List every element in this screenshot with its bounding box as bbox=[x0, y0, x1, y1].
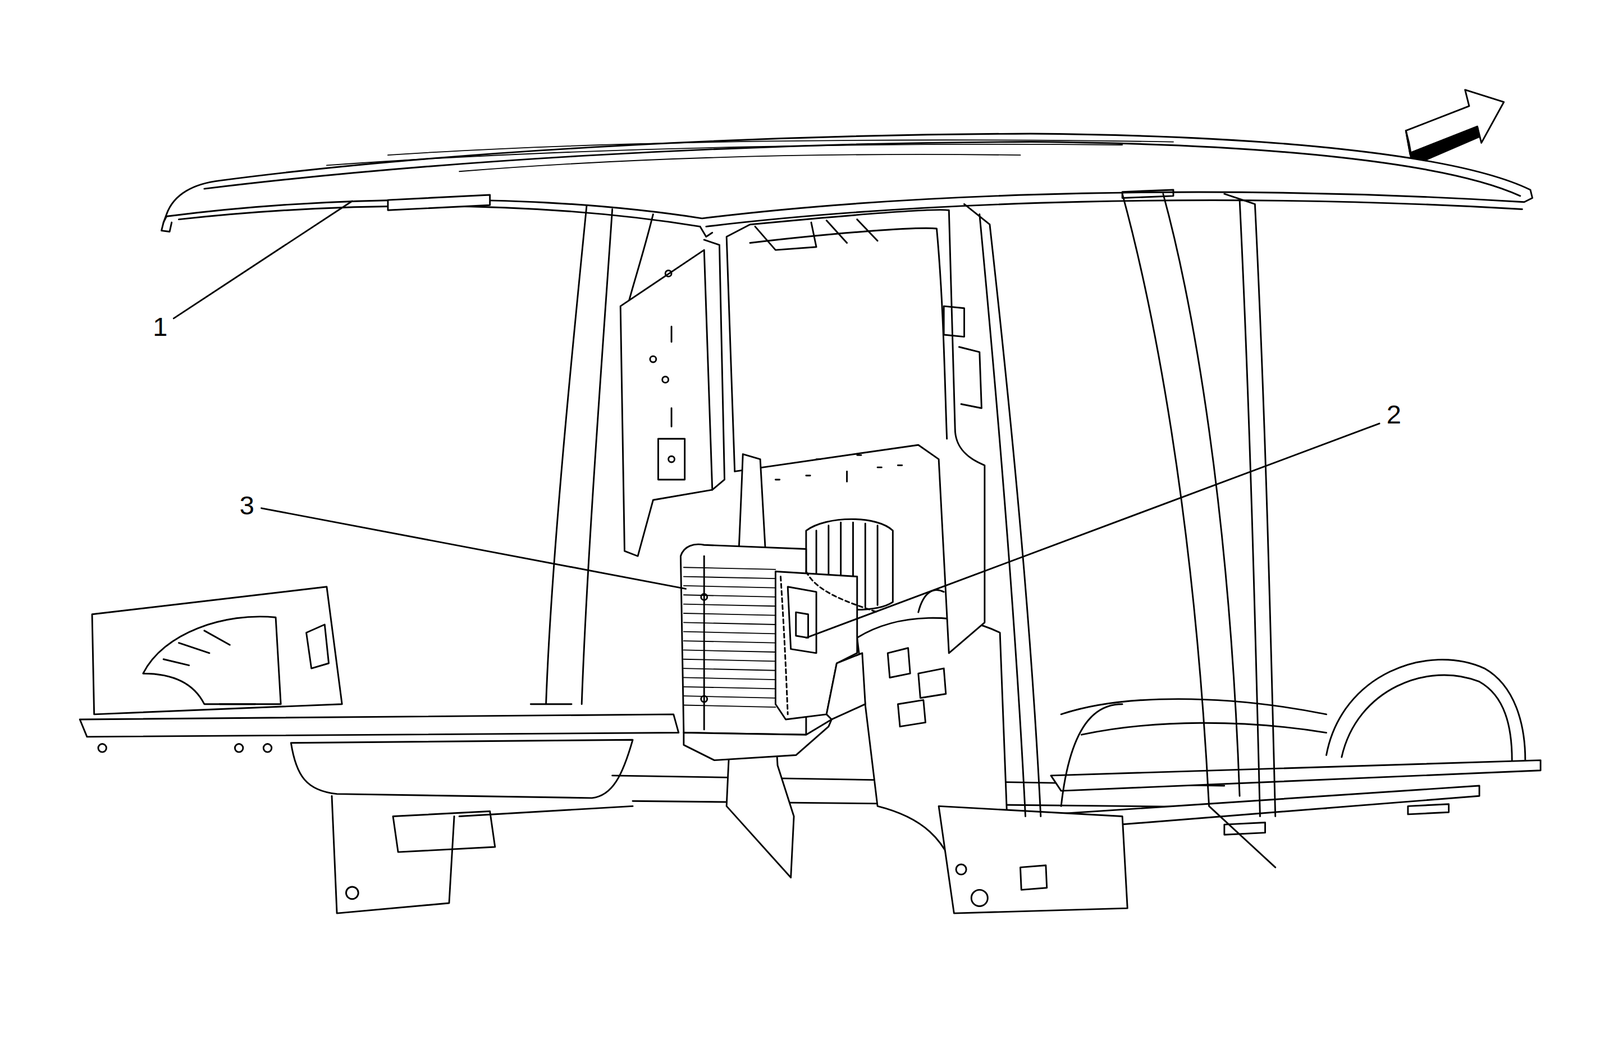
line-art bbox=[826, 652, 866, 720]
line-art bbox=[796, 611, 809, 638]
line-art bbox=[750, 227, 948, 439]
leader-line bbox=[173, 200, 352, 319]
line-art bbox=[662, 376, 669, 383]
line-art bbox=[620, 249, 713, 556]
line-art bbox=[701, 695, 708, 702]
hvac-module bbox=[680, 518, 893, 760]
line-art bbox=[326, 139, 1174, 172]
line-art bbox=[964, 203, 1041, 816]
line-art bbox=[1061, 704, 1123, 807]
line-art bbox=[806, 570, 878, 612]
line-art bbox=[938, 805, 1128, 913]
wheelhouse bbox=[857, 617, 1128, 913]
line-art bbox=[92, 586, 342, 715]
line-art bbox=[1224, 821, 1266, 835]
line-art bbox=[234, 743, 244, 753]
line-art bbox=[1061, 698, 1327, 715]
line-art bbox=[670, 326, 673, 427]
line-art bbox=[700, 226, 713, 237]
line-art bbox=[887, 647, 946, 727]
line-art bbox=[387, 194, 491, 210]
line-art bbox=[1326, 659, 1526, 761]
line-art bbox=[163, 630, 230, 666]
body-pillars bbox=[546, 193, 1276, 867]
line-art bbox=[787, 586, 817, 653]
line-art bbox=[392, 810, 496, 852]
line-art bbox=[1341, 674, 1512, 761]
callout-number: 1 bbox=[151, 312, 169, 342]
line-art bbox=[703, 555, 706, 730]
line-art bbox=[345, 886, 359, 899]
line-art bbox=[665, 270, 672, 277]
line-art bbox=[958, 346, 982, 409]
line-art bbox=[204, 142, 1521, 196]
line-art bbox=[668, 455, 675, 463]
line-art bbox=[706, 200, 1523, 227]
line-art bbox=[683, 719, 832, 761]
line-art bbox=[1122, 189, 1174, 199]
line-art bbox=[1408, 803, 1449, 815]
line-art bbox=[780, 576, 788, 715]
line-art bbox=[161, 222, 172, 232]
line-art bbox=[979, 214, 1026, 817]
line-art bbox=[79, 714, 679, 737]
line-art bbox=[918, 590, 944, 613]
line-art bbox=[163, 133, 1533, 223]
leader-line bbox=[806, 423, 1380, 638]
line-art bbox=[219, 702, 572, 705]
callout-number: 2 bbox=[1384, 399, 1403, 429]
line-art bbox=[775, 454, 902, 482]
line-art bbox=[956, 864, 967, 875]
line-art bbox=[143, 616, 281, 704]
callout-number: 3 bbox=[238, 490, 256, 520]
roof-panel bbox=[161, 133, 1533, 237]
line-art bbox=[683, 567, 776, 707]
line-art bbox=[650, 355, 657, 363]
line-art bbox=[1020, 865, 1047, 890]
direction-arrow bbox=[1405, 89, 1504, 166]
leader-lines bbox=[173, 200, 1380, 638]
line-art bbox=[704, 239, 725, 490]
line-art bbox=[657, 438, 685, 480]
line-art bbox=[1122, 193, 1276, 867]
line-art bbox=[701, 593, 708, 600]
line-art bbox=[290, 739, 633, 798]
leader-line bbox=[261, 508, 687, 589]
line-art bbox=[306, 624, 329, 669]
line-art bbox=[546, 203, 588, 704]
line-art bbox=[971, 889, 988, 906]
line-art bbox=[263, 743, 272, 753]
line-art bbox=[178, 206, 700, 227]
passenger-floor bbox=[1020, 659, 1541, 835]
line-art bbox=[1239, 199, 1260, 816]
line-art bbox=[1224, 193, 1276, 816]
line-art bbox=[1163, 193, 1240, 796]
line-art bbox=[755, 219, 878, 251]
line-art bbox=[943, 305, 964, 337]
line-art bbox=[581, 208, 613, 704]
line-art bbox=[98, 743, 107, 753]
